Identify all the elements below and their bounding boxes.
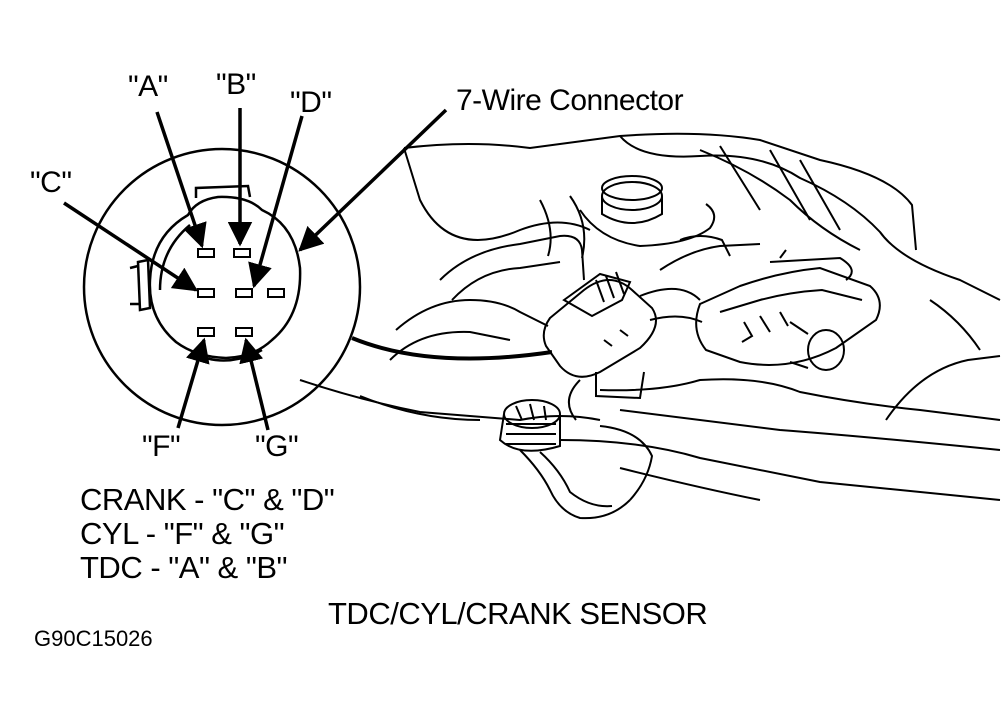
legend-tdc: TDC - "A" & "B" — [80, 550, 288, 585]
pin-label-b: "B" — [216, 68, 256, 101]
figure-code: G90C15026 — [34, 626, 153, 651]
closeup-link-line — [351, 336, 553, 361]
legend-crank: CRANK - "C" & "D" — [80, 482, 335, 517]
leader-arrows — [63, 108, 448, 431]
pin-terminals — [197, 248, 285, 337]
legend-cyl: CYL - "F" & "G" — [80, 516, 285, 551]
pin-label-f: "F" — [142, 430, 181, 463]
pin-label-d: "D" — [290, 86, 332, 119]
pin-label-c: "C" — [30, 166, 72, 199]
pin-label-a: "A" — [128, 70, 168, 103]
connector-label: 7-Wire Connector — [456, 84, 684, 117]
connector-face-closeup — [82, 147, 362, 427]
figure-caption: TDC/CYL/CRANK SENSOR — [328, 596, 708, 631]
pin-label-g: "G" — [255, 430, 299, 463]
engine-illustration — [299, 132, 1001, 520]
